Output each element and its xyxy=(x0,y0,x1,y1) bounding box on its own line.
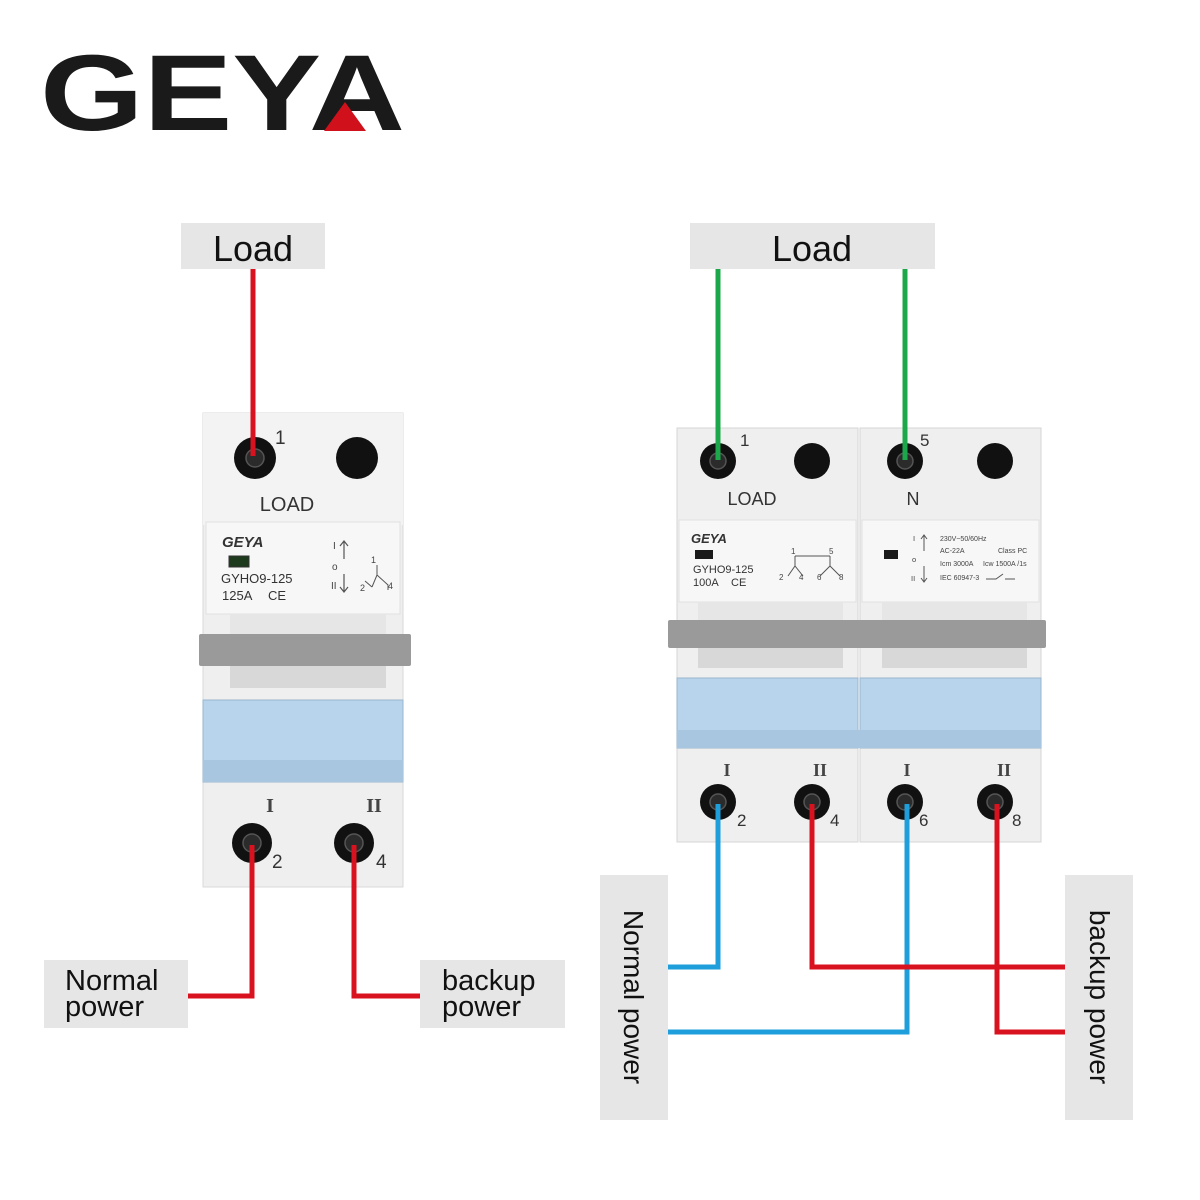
right-schematic-1: 1 xyxy=(791,547,796,556)
left-marker-I: I xyxy=(266,795,274,817)
right-spec-icm: Icm 3000A xyxy=(940,561,974,568)
right-terminal-blank-2 xyxy=(977,443,1013,479)
logo-red-triangle xyxy=(324,102,366,131)
left-ce-mark: CE xyxy=(268,588,286,603)
left-position-arrows xyxy=(339,540,349,593)
left-terminal-blank xyxy=(336,437,378,479)
left-schematic-1: 1 xyxy=(371,555,376,565)
left-cover-edge xyxy=(203,760,403,782)
left-top-caption: LOAD xyxy=(260,494,314,516)
left-terminal-4-number: 4 xyxy=(376,852,387,873)
right-marker-1: I xyxy=(723,760,730,780)
right-spec-standard: IEC 60947-3 xyxy=(940,575,979,582)
left-status-indicator xyxy=(228,555,250,568)
right-spec-category: AC-22A xyxy=(940,548,965,555)
right-terminal-blank-1 xyxy=(794,443,830,479)
right-marker-2: II xyxy=(813,760,827,780)
right-label-plate-left xyxy=(678,519,857,603)
right-schematic-6: 6 xyxy=(817,573,822,582)
left-load-label: Load xyxy=(213,228,293,269)
right-plate-brand: GEYA xyxy=(691,531,727,546)
right-schematic-2: 2 xyxy=(779,573,784,582)
right-terminal-6-number: 6 xyxy=(919,811,928,830)
left-handle-slot-bottom xyxy=(230,666,386,688)
left-schematic-4: 4 xyxy=(388,581,393,591)
right-marker-3: I xyxy=(903,760,910,780)
left-normal-power-box xyxy=(44,960,188,1028)
left-pos-2: II xyxy=(331,581,337,592)
right-handle-slot-bottom-left xyxy=(698,648,843,668)
logo-wordmark: GEYA xyxy=(40,32,405,153)
left-pos-0: o xyxy=(332,562,338,573)
right-load-label-box xyxy=(690,223,935,269)
right-model-text: GYHO9-125 xyxy=(693,564,754,576)
right-terminal-1-number: 1 xyxy=(740,431,749,450)
left-terminal-1-number: 1 xyxy=(275,428,286,449)
right-normal-neutral-wire xyxy=(668,804,910,1035)
right-status-indicator xyxy=(695,550,713,559)
left-plate-brand: GEYA xyxy=(222,534,263,551)
right-handle-slot-top-right xyxy=(882,602,1027,622)
right-toggle-handle[interactable] xyxy=(668,620,1046,648)
left-backup-power-wire xyxy=(351,845,420,999)
right-pos-1: I xyxy=(913,534,915,543)
left-normal-power-wire xyxy=(188,845,255,999)
left-pos-1: I xyxy=(333,541,336,552)
right-schematic-4: 4 xyxy=(799,573,804,582)
left-rating-text: 125A xyxy=(222,588,253,603)
right-terminal-2-number: 2 xyxy=(737,811,746,830)
right-switch-device: 1 5 LOAD N GEYA GYHO9-125 100A CE 1 5 2 … xyxy=(668,427,1046,843)
right-spec-voltage: 230V~50/60Hz xyxy=(940,536,987,543)
left-backup-power-box xyxy=(420,960,565,1028)
left-label-plate xyxy=(205,521,401,615)
left-diagram: Load 1 LOAD GEYA GYHO9-125 125A CE I o I… xyxy=(44,223,565,1028)
right-spec-symbol xyxy=(986,573,1015,580)
left-load-label-box xyxy=(181,223,325,269)
left-switch-device: 1 LOAD GEYA GYHO9-125 125A CE I o II 1 2… xyxy=(199,412,411,888)
right-ce-mark: CE xyxy=(731,577,746,589)
left-terminal-2-number: 2 xyxy=(272,852,283,873)
right-top-caption-n: N xyxy=(907,489,920,509)
right-terminal-5-number: 5 xyxy=(920,431,929,450)
right-rating-text: 100A xyxy=(693,577,719,589)
right-terminal-8-number: 8 xyxy=(1012,811,1021,830)
right-schematic: 1 5 2 4 6 8 xyxy=(779,547,844,582)
left-model-text: GYHO9-125 xyxy=(221,571,293,586)
right-load-label: Load xyxy=(772,228,852,269)
right-position-arrows xyxy=(920,534,928,583)
left-marker-II: II xyxy=(366,795,382,817)
right-handle-slot-top-left xyxy=(698,602,843,622)
right-top-caption-load: LOAD xyxy=(727,489,776,509)
left-schematic-2: 2 xyxy=(360,583,365,593)
right-terminal-4-number: 4 xyxy=(830,811,839,830)
left-toggle-handle[interactable] xyxy=(199,634,411,666)
right-pos-2: II xyxy=(911,574,915,583)
right-backup-phase-wire xyxy=(809,804,1065,970)
geya-logo: GEYA xyxy=(40,32,405,153)
right-schematic-8: 8 xyxy=(839,573,844,582)
right-handle-slot-bottom-right xyxy=(882,648,1027,668)
right-cover-edge xyxy=(677,730,1041,748)
right-schematic-5: 5 xyxy=(829,547,834,556)
right-pos-0: o xyxy=(912,555,916,564)
right-backup-neutral-wire xyxy=(994,804,1065,1035)
right-normal-phase-wire xyxy=(668,804,721,970)
right-diagram: Load 1 5 LOAD N GEYA GYHO9-125 100A CE xyxy=(600,223,1133,1120)
left-schematic: 1 2 4 xyxy=(360,555,393,593)
right-backup-power-label: backup power xyxy=(1084,910,1115,1084)
right-normal-power-label: Normal power xyxy=(618,910,649,1084)
left-handle-slot-top xyxy=(230,614,386,636)
right-normal-power-box xyxy=(600,875,668,1120)
right-marker-4: II xyxy=(997,760,1011,780)
right-label-plate-right xyxy=(861,519,1040,603)
right-spec-class: Class PC xyxy=(998,548,1027,555)
right-backup-power-box xyxy=(1065,875,1133,1120)
right-indicator-window xyxy=(884,550,898,559)
right-spec-icw: Icw 1500A /1s xyxy=(983,561,1027,568)
